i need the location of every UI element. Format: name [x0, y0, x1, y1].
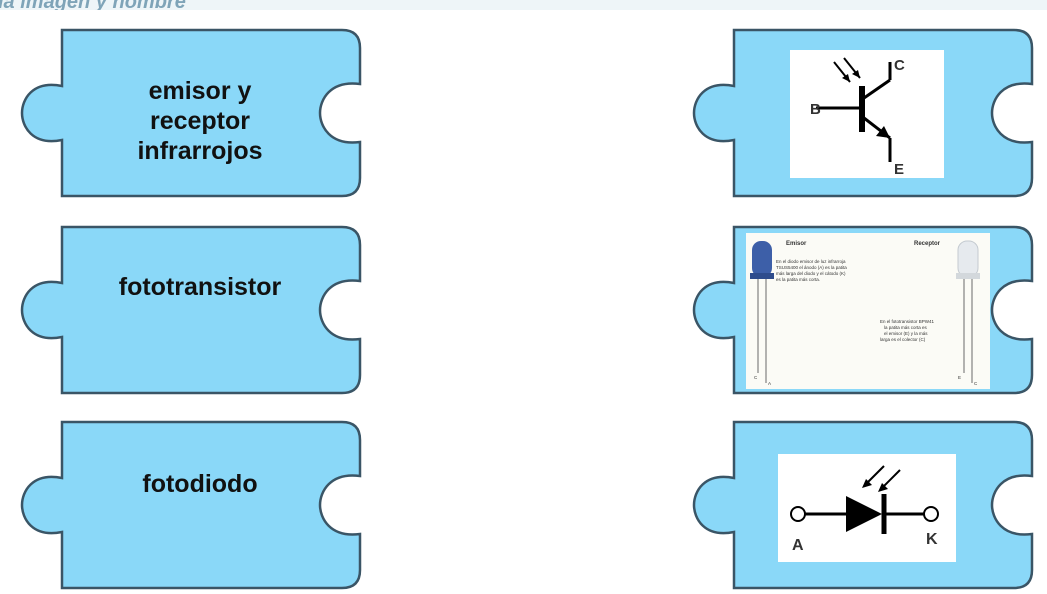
puzzle-piece-shape [20, 420, 362, 590]
phototransistor-image: B C E [790, 50, 944, 178]
receiver-leg-label: E [958, 375, 961, 380]
emitter-text-line: En el diodo emisor de luz infrarroja [776, 259, 846, 264]
piece-label: fotodiodo [80, 469, 320, 499]
image-piece-phototransistor[interactable]: B C E [692, 28, 1034, 198]
puzzle-piece-shape [20, 225, 362, 395]
base-terminal-label: B [810, 101, 821, 118]
receiver-title: Receptor [914, 241, 941, 247]
receiver-text-line: larga es el colector (C) [880, 337, 926, 342]
word-piece-fotodiodo[interactable]: fotodiodo [20, 420, 362, 590]
page-title: la imagen y nombre [0, 0, 186, 10]
header-bar: la imagen y nombre [0, 0, 1047, 10]
emitter-text-line: más larga del diodo y el cátodo (K) [776, 271, 846, 276]
phototransistor-symbol-icon: B C E [790, 50, 944, 178]
photodiode-image: A K [778, 454, 956, 562]
emitter-terminal-label: E [894, 161, 904, 178]
emitter-text-line: es la patita más corta. [776, 277, 820, 282]
ir-components-illustration: Emisor Receptor En el diodo emisor de lu… [746, 233, 990, 389]
word-piece-fototransistor[interactable]: fototransistor [20, 225, 362, 395]
receiver-leg-label: C [974, 381, 978, 386]
emitter-text-line: TSUS5400 el ánodo (A) es la patita [776, 265, 847, 270]
word-piece-emisor-receptor[interactable]: emisor y receptor infrarrojos [20, 28, 362, 198]
emitter-title: Emisor [786, 241, 807, 247]
collector-terminal-label: C [894, 57, 905, 74]
receiver-text-line: el emisor (E) y la más [884, 331, 928, 336]
anode-terminal-label: A [792, 537, 804, 554]
emitter-leg-label: C [754, 375, 758, 380]
piece-label: emisor y receptor infrarrojos [80, 76, 320, 166]
image-piece-photodiode[interactable]: A K [692, 420, 1034, 590]
receiver-text-line: la patita más corta es [884, 325, 928, 330]
emitter-leg-label: A [768, 381, 771, 386]
piece-label: fototransistor [80, 272, 320, 302]
receiver-text-line: En el fototransistor BPW41 [880, 319, 935, 324]
image-piece-ir-emitter-receiver[interactable]: Emisor Receptor En el diodo emisor de lu… [692, 225, 1034, 395]
cathode-terminal-label: K [926, 531, 938, 548]
photodiode-symbol-icon: A K [778, 454, 956, 562]
ir-emitter-receiver-photo: Emisor Receptor En el diodo emisor de lu… [746, 233, 990, 389]
